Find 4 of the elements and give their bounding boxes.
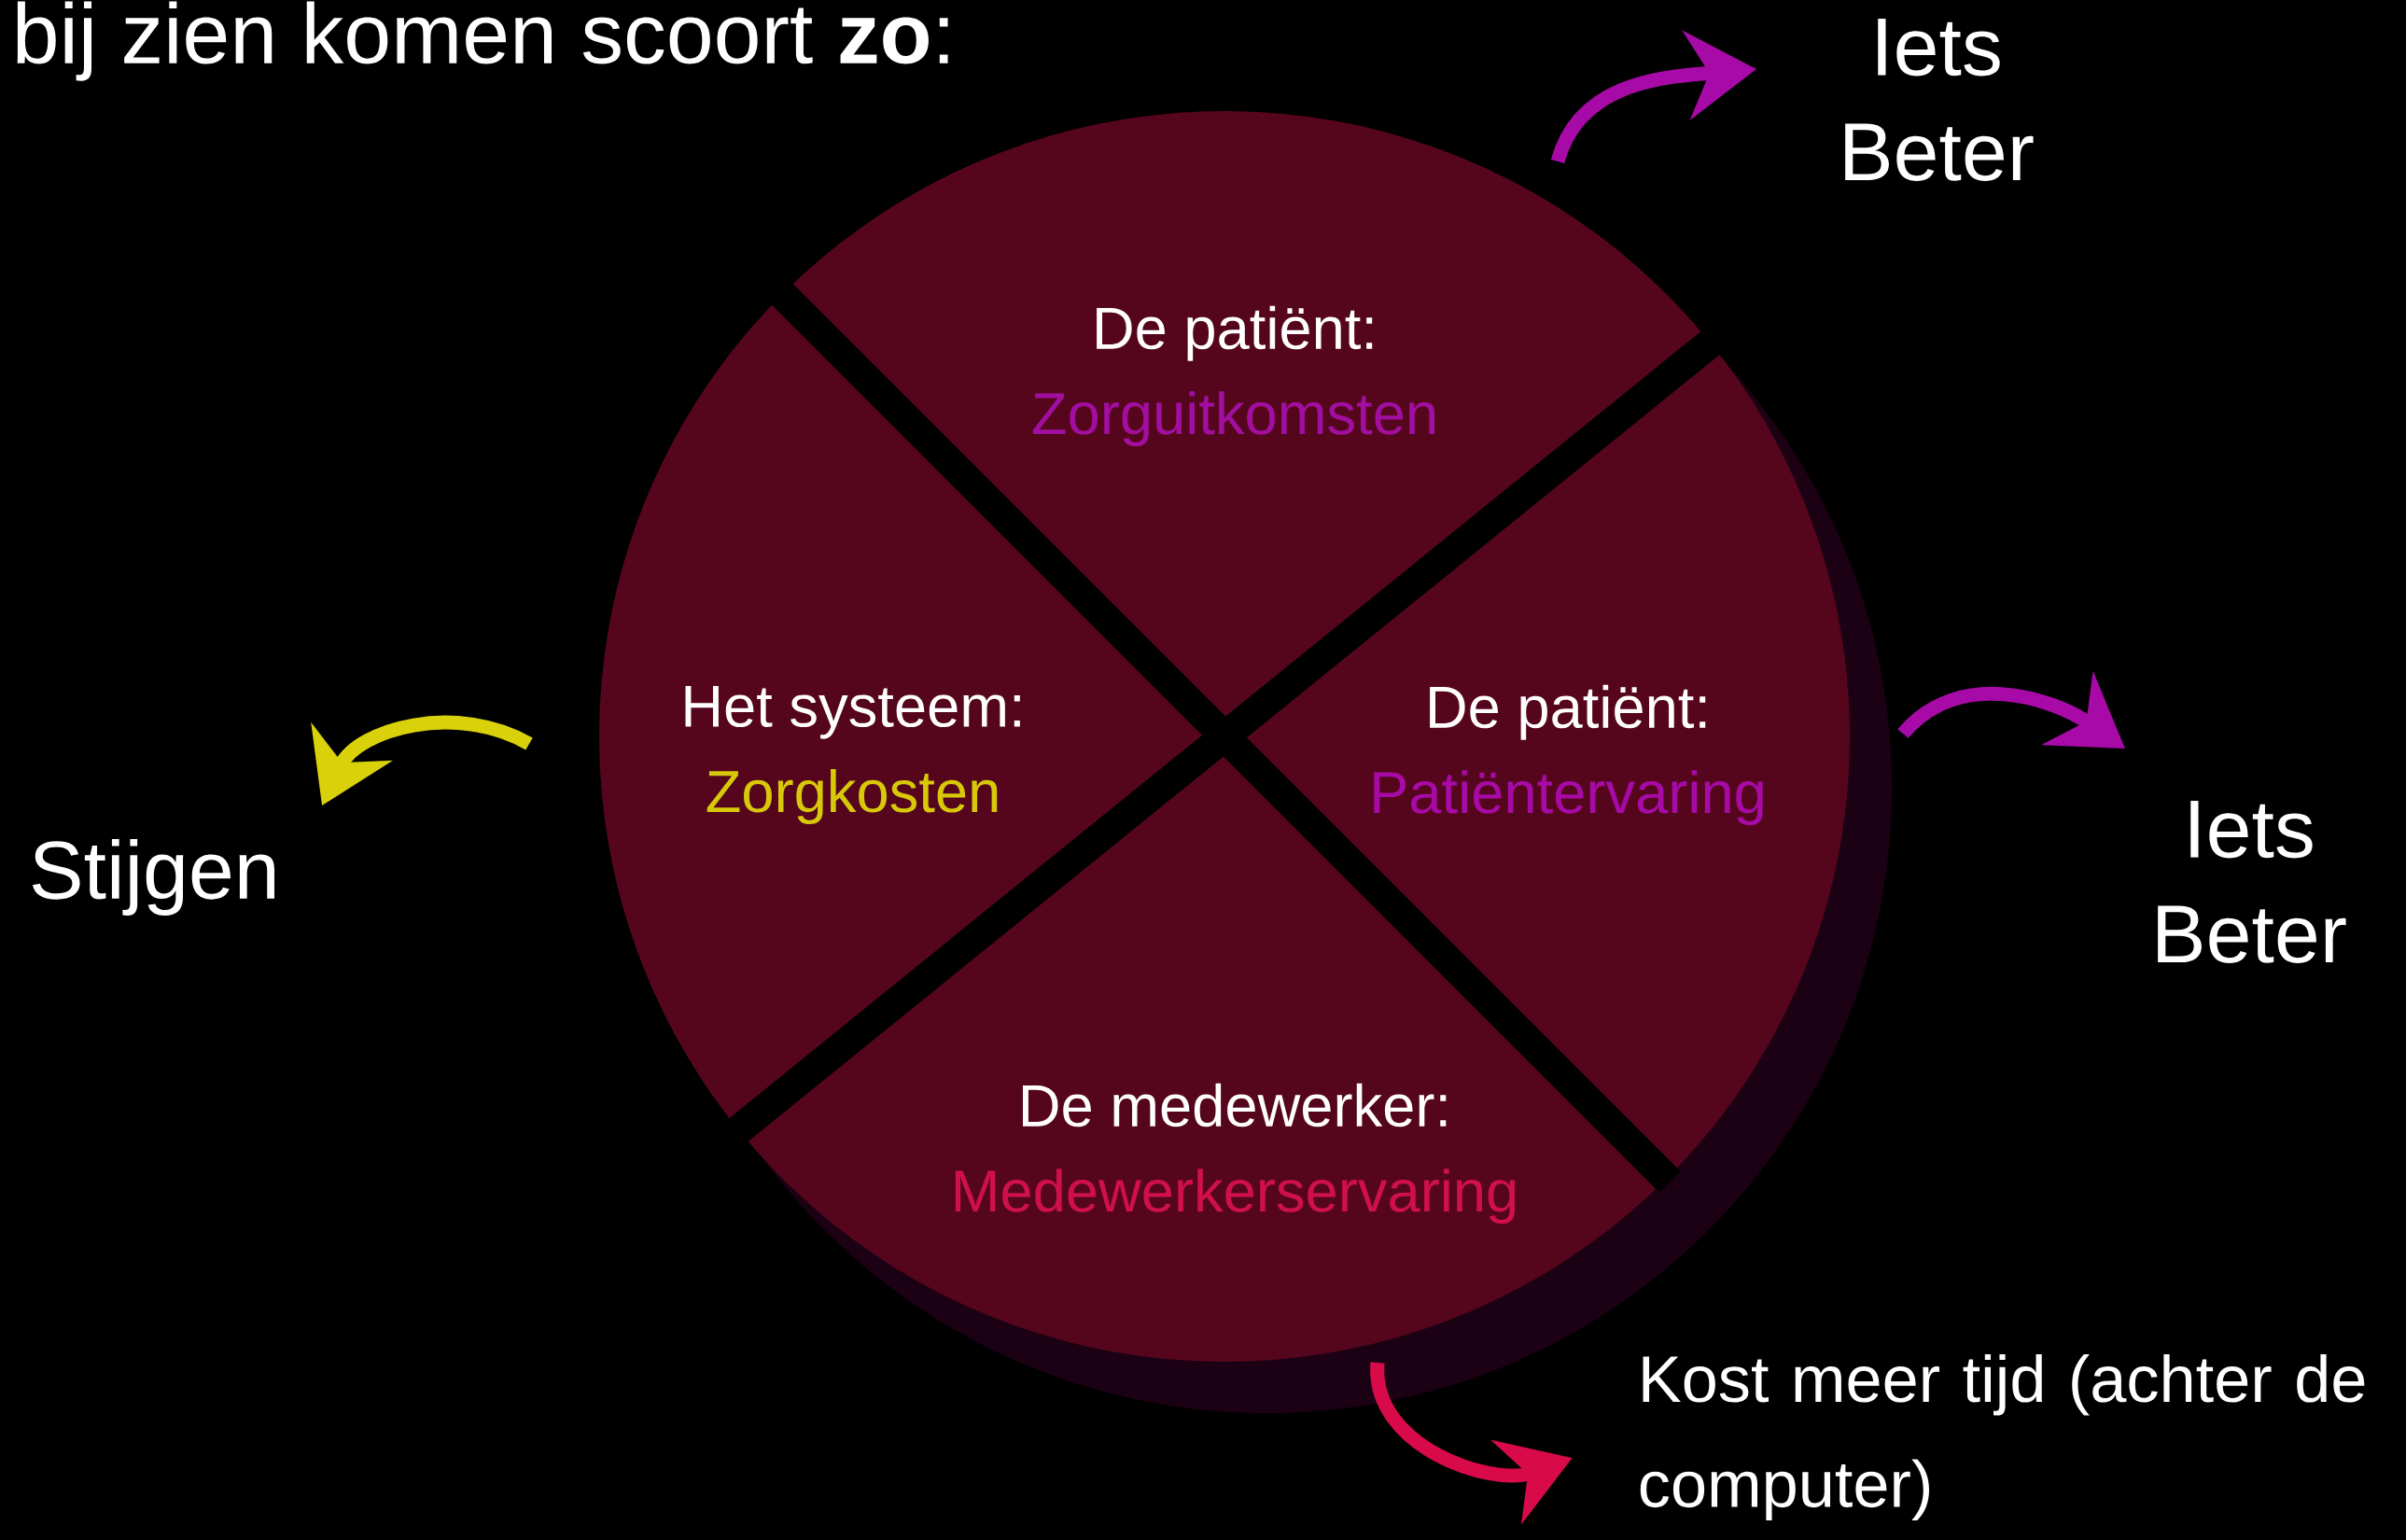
title: bij zien komen scoort zo:: [17, 1, 948, 81]
outcome-label: Iets Beter: [1845, 19, 2034, 181]
outcome-label: Iets Beter: [2158, 801, 2346, 963]
outcome-label: Stijgen: [32, 839, 274, 916]
